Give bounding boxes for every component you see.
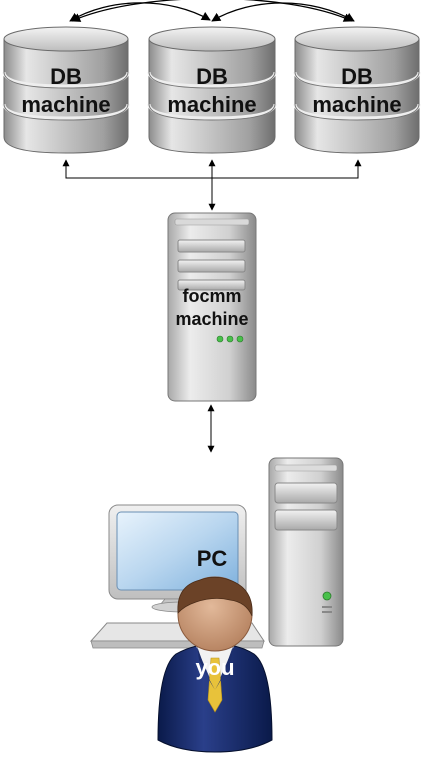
db-label-line2: machine	[312, 92, 401, 117]
db-label-line1: DB	[196, 64, 228, 89]
server-db-connector	[62, 159, 362, 211]
pc-label: PC	[197, 546, 228, 571]
focmm-server: focmm machine	[167, 212, 257, 402]
db-machine-2: DB machine	[147, 26, 277, 154]
server-label-line2: machine	[175, 309, 248, 329]
server-tower-icon	[167, 212, 257, 402]
server-label-line1: focmm	[182, 286, 241, 306]
pc-tower-icon	[268, 457, 344, 647]
database-icon	[147, 26, 277, 154]
monitor-icon	[108, 504, 247, 613]
db-label-line2: machine	[167, 92, 256, 117]
user-avatar: you	[157, 576, 273, 753]
db-machine-3: DB machine	[293, 26, 421, 154]
db-sync-arrows	[69, 0, 355, 22]
db-label-line1: DB	[341, 64, 373, 89]
db-label-line1: DB	[50, 64, 82, 89]
db-label-line2: machine	[21, 92, 110, 117]
person-icon	[157, 576, 273, 753]
database-icon	[293, 26, 421, 154]
user-label: you	[195, 655, 234, 680]
database-icon	[2, 26, 130, 154]
db-machine-1: DB machine	[2, 26, 130, 154]
